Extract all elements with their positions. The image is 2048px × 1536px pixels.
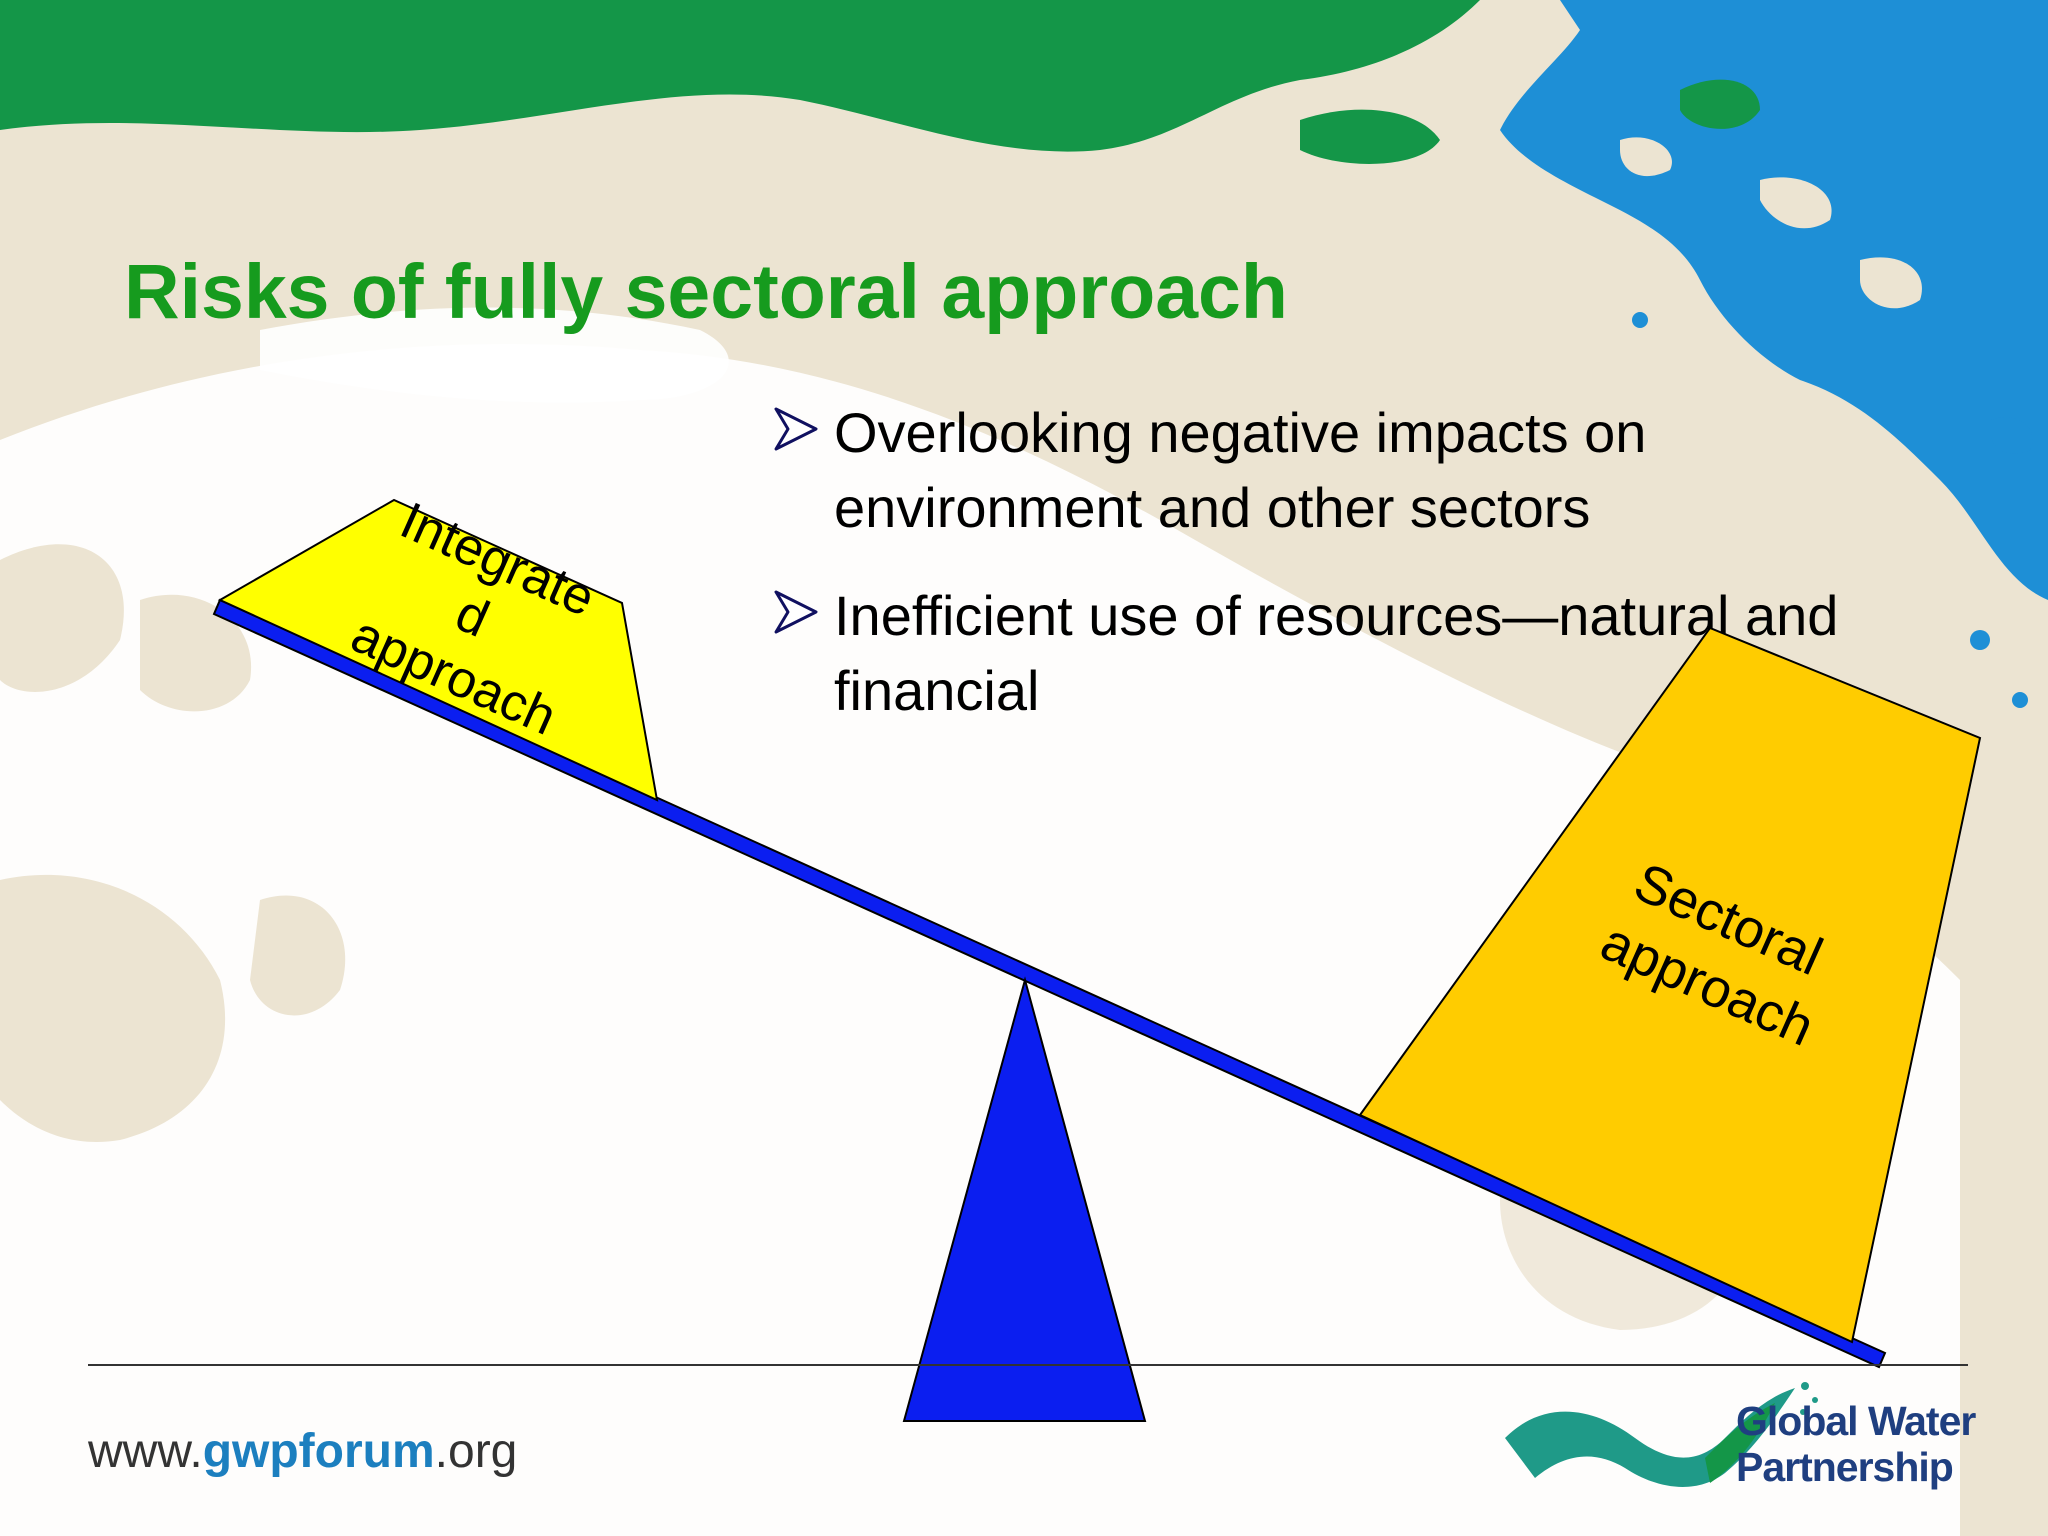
footer-url[interactable]: www.gwpforum.org	[88, 1424, 517, 1479]
bullet-item: Inefficient use of resources—natural and…	[772, 578, 1892, 728]
footer-divider	[88, 1364, 1968, 1366]
url-highlight: gwpforum	[202, 1425, 435, 1478]
logo-line-1: Global Water	[1736, 1398, 1976, 1444]
url-prefix: www.	[88, 1425, 203, 1478]
integrated-approach-weight	[217, 498, 659, 802]
slide-title: Risks of fully sectoral approach	[124, 249, 1288, 335]
gwp-logo-text: Global Water Partnership	[1736, 1398, 1976, 1490]
seesaw-beam	[212, 598, 1887, 1369]
arrowhead-bullet-icon	[774, 407, 818, 451]
sectoral-approach-weight	[1358, 626, 1982, 1344]
logo-line-2: Partnership	[1736, 1444, 1954, 1490]
arrowhead-bullet-icon	[774, 590, 818, 634]
seesaw-fulcrum	[902, 976, 1147, 1422]
bullet-text: Overlooking negative impacts on environm…	[834, 401, 1647, 539]
url-suffix: .org	[434, 1425, 518, 1478]
bullet-item: Overlooking negative impacts on environm…	[772, 395, 1892, 545]
gwp-wave-logo-icon	[1505, 1382, 1818, 1487]
bullet-text: Inefficient use of resources—natural and…	[834, 584, 1839, 722]
bullet-list: Overlooking negative impacts on environm…	[772, 395, 1892, 761]
